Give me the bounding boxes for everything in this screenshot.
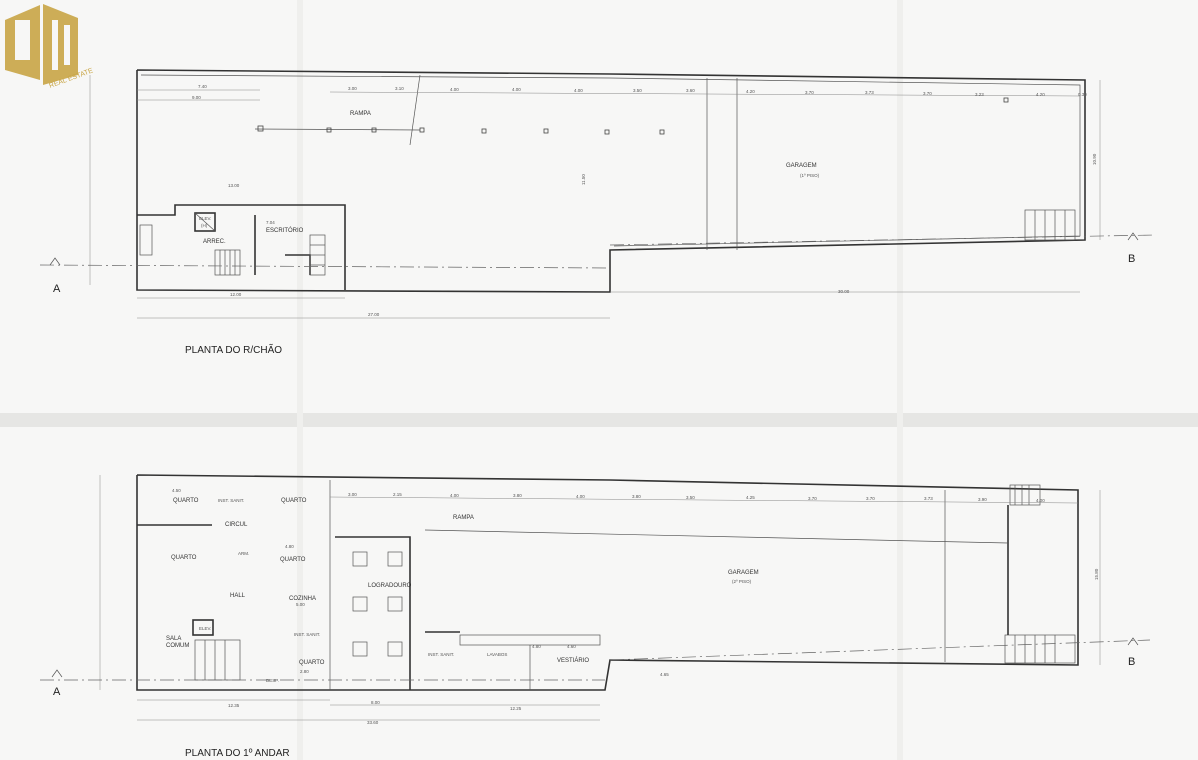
room-label-logradouro: LOGRADOURO — [368, 583, 412, 589]
dimension-label: 3.73 — [924, 496, 933, 501]
room-label-sala-comum-1: SALA — [166, 636, 181, 642]
room-label-quarto-3: QUARTO — [171, 555, 197, 561]
columns-ground — [257, 97, 1009, 135]
room-label-inst-sanit-3: INST. SANIT. — [428, 652, 454, 657]
room-label-elev: ELEV. — [199, 216, 211, 221]
room-label-cozinha: COZINHA — [289, 596, 316, 602]
dimension-label: 4.00 — [1036, 498, 1045, 503]
dimension-label: 3.80 — [632, 494, 641, 499]
room-label-sala-comum-2: COMUM — [166, 643, 189, 649]
dimension-label: 15.80 — [1094, 568, 1099, 580]
room-label-garagem-2-sub: (2º PISO) — [732, 579, 752, 584]
room-label-lavabos: LAVABOS — [487, 652, 507, 657]
dimension-label: 3.50 — [633, 88, 642, 93]
first-floor-dimensions: 4.50 4.80 5.00 3.00 2.15 4.00 3.80 4.00 … — [172, 488, 1099, 725]
ground-floor-outer-wall — [136, 69, 1086, 293]
room-label-rampa: RAMPA — [350, 111, 371, 117]
dimension-label: B — [1128, 656, 1135, 668]
dimension-label: 3.00 — [348, 492, 357, 497]
room-label-arm: ARM. — [238, 551, 249, 556]
first-floor-title: PLANTA DO 1º ANDAR — [185, 748, 290, 759]
room-label-garagem-sub: (1º PISO) — [800, 173, 820, 178]
dimension-label: 12.00 — [230, 292, 242, 297]
dimension-label: 7.04 — [266, 220, 275, 225]
dimension-label: 11.50 — [581, 174, 586, 185]
room-label-arrec: ARREC. — [203, 239, 226, 245]
dimension-label: 8.00 — [371, 700, 380, 705]
stairs-ground — [214, 209, 1076, 276]
dimension-label: 4.00 — [450, 87, 459, 92]
dimension-label: 2.15 — [393, 492, 402, 497]
dimension-label: 10.90 — [1092, 153, 1097, 165]
dimension-label: 3.70 — [866, 496, 875, 501]
dimension-label: 4.00 — [576, 494, 585, 499]
dimension-label: 3.80 — [513, 493, 522, 498]
dimension-label: 0.30 — [1078, 92, 1087, 97]
first-floor-outer-wall — [136, 474, 1079, 691]
elevator-first — [192, 619, 214, 636]
dimension-label: 27.00 — [368, 312, 380, 317]
dimension-label: 9.00 — [192, 95, 201, 100]
dimension-label: 2.80 — [300, 669, 309, 674]
section-marker-a-ground: A — [49, 257, 61, 295]
room-label-circul: CIRCUL — [225, 522, 248, 528]
dimension-label: 4.80 — [532, 644, 541, 649]
ground-floor-dimensions: 3.00 3.10 4.00 4.00 4.00 3.50 3.60 4.20 … — [192, 84, 1097, 317]
dimension-label: 3.90 — [978, 497, 987, 502]
dimension-label: 4.25 — [746, 495, 755, 500]
dimension-label: 4.00 — [512, 87, 521, 92]
section-marker-b-ground: B — [1127, 232, 1139, 265]
dimension-label: 4.00 — [574, 88, 583, 93]
room-label-elev-sub: (H) — [201, 223, 208, 228]
dimension-label: 3.50 — [686, 495, 695, 500]
dimension-label: 30.00 — [838, 289, 850, 294]
room-label-garagem: GARAGEM — [786, 163, 817, 169]
dimension-label: 4.20 — [1036, 92, 1045, 97]
dimension-label: 4.65 — [660, 672, 669, 677]
room-label-escritorio: ESCRITÓRIO — [266, 227, 304, 234]
dimension-label: 3.70 — [923, 91, 932, 96]
dimension-label: 3.70 — [808, 496, 817, 501]
section-marker-a-first: A — [51, 669, 63, 698]
ground-floor-plan: RAMPA GARAGEM (1º PISO) ESCRITÓRIO ARREC… — [39, 69, 1156, 356]
room-label-quarto-5: QUARTO — [299, 660, 325, 666]
dimension-label: 33.60 — [367, 720, 379, 725]
room-label-inst-sanit-1: INST. SANIT. — [218, 498, 244, 503]
dimension-label: 4.80 — [285, 544, 294, 549]
room-label-hall: HALL — [230, 593, 246, 599]
dimension-label: 3.10 — [395, 86, 404, 91]
room-label-quarto-1: QUARTO — [173, 498, 199, 504]
dimension-label: 3.73 — [865, 90, 874, 95]
room-label-elev: ELEV. — [199, 626, 211, 631]
dimension-label: A — [53, 283, 61, 295]
ground-floor-title: PLANTA DO R/CHÃO — [185, 343, 282, 356]
room-label-desp: DESP. — [266, 678, 279, 683]
room-label-garagem-2: GARAGEM — [728, 570, 759, 576]
dimension-label: 3.70 — [805, 90, 814, 95]
elevator-ground — [194, 212, 216, 232]
dimension-label: 4.50 — [172, 488, 181, 493]
dimension-label: 4.00 — [450, 493, 459, 498]
first-floor-plan: QUARTO QUARTO QUARTO QUARTO QUARTO INST.… — [40, 474, 1151, 759]
dimension-label: 3.60 — [686, 88, 695, 93]
room-label-inst-sanit-2: INST. SANIT. — [294, 632, 320, 637]
dimension-label: 3.23 — [975, 92, 984, 97]
dimension-label: 12.25 — [510, 706, 522, 711]
room-label-quarto-2: QUARTO — [281, 498, 307, 504]
dimension-label: B — [1128, 253, 1135, 265]
section-marker-b-first: B — [1127, 637, 1139, 668]
logradouro-skylights — [352, 551, 403, 657]
room-label-vestiario: VESTIÁRIO — [557, 657, 589, 664]
dimension-label: 13.00 — [228, 183, 240, 188]
room-label-rampa: RAMPA — [453, 515, 474, 521]
dimension-label: A — [53, 686, 61, 698]
dimension-label: 12.35 — [228, 703, 240, 708]
dimension-label: 7.40 — [198, 84, 207, 89]
dimension-label: 5.00 — [296, 602, 305, 607]
dimension-label: 4.20 — [746, 89, 755, 94]
room-label-quarto-4: QUARTO — [280, 557, 306, 563]
dimension-label: 3.00 — [348, 86, 357, 91]
dimension-label: 4.60 — [567, 644, 576, 649]
